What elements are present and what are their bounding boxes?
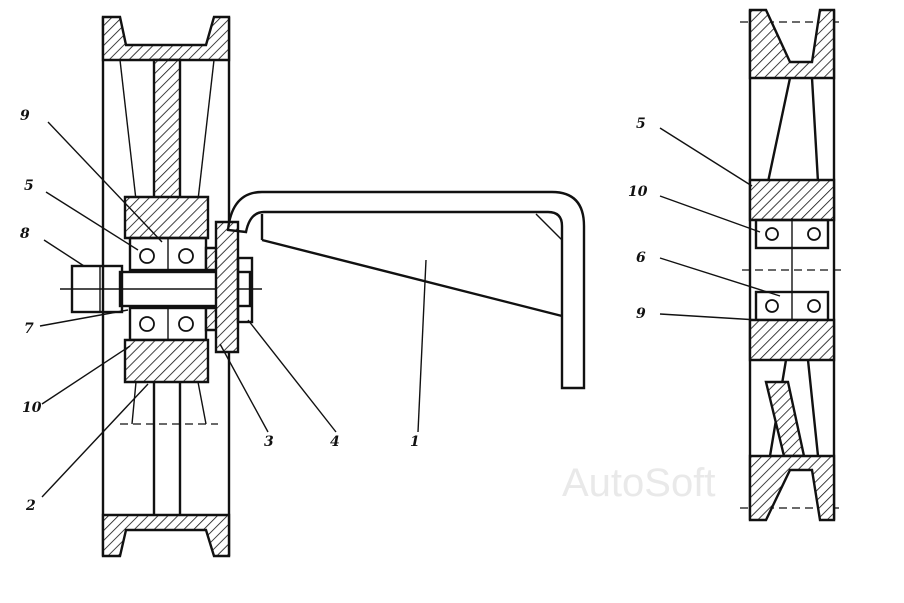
left-pulley-view	[60, 15, 262, 558]
label-7-left: 7	[24, 321, 34, 337]
bracket-arm	[226, 190, 586, 390]
watermark-text: AutoSoft	[562, 461, 715, 505]
label-8-left: 8	[20, 226, 30, 242]
label-10-right: 10	[628, 184, 648, 200]
label-3-left: 3	[264, 434, 274, 450]
label-1-left: 1	[410, 434, 420, 450]
label-10-left: 10	[22, 400, 42, 416]
right-pulley-view	[740, 8, 844, 522]
label-2-left: 2	[25, 498, 36, 514]
label-5-left: 5	[24, 178, 34, 194]
label-5-right: 5	[636, 116, 646, 132]
label-6-right: 6	[636, 250, 646, 266]
label-9-right: 9	[636, 306, 646, 322]
leader-lines-left	[39, 121, 427, 498]
label-9-left: 9	[20, 108, 30, 124]
leader-lines-right	[659, 127, 781, 321]
label-4-left: 4	[330, 434, 340, 450]
